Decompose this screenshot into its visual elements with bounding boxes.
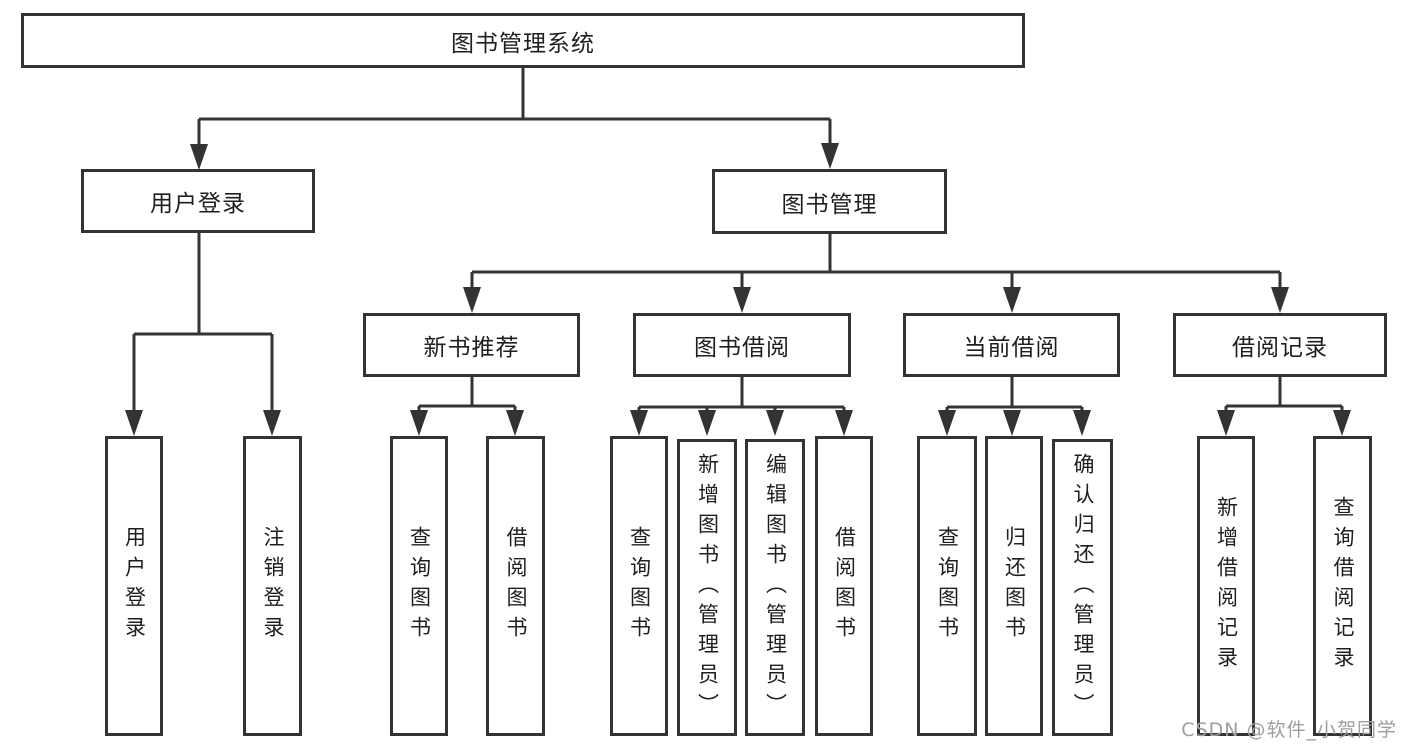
node-recommend-borrow-books: 借阅图书 (486, 436, 545, 736)
node-new-book-recommend: 新书推荐 (363, 313, 580, 377)
node-library-management-system: 图书管理系统 (21, 13, 1025, 68)
node-book-borrow: 图书借阅 (633, 313, 851, 377)
node-return-books: 归还图书 (985, 436, 1043, 736)
node-user-login: 用户登录 (81, 169, 315, 233)
node-recommend-query-books: 查询图书 (390, 436, 448, 736)
node-current-query-books: 查询图书 (917, 436, 977, 736)
node-current-borrow: 当前借阅 (903, 313, 1120, 377)
node-borrow-records: 借阅记录 (1173, 313, 1387, 377)
csdn-watermark: CSDN @软件_小贺同学 (1181, 719, 1397, 741)
node-add-borrow-record: 新增借阅记录 (1197, 436, 1255, 736)
node-user-login-leaf: 用户登录 (105, 436, 163, 736)
node-book-management: 图书管理 (712, 169, 947, 234)
node-query-borrow-record: 查询借阅记录 (1313, 436, 1372, 736)
node-add-books-admin: 新增图书（管理员） (677, 439, 737, 736)
node-confirm-return-admin: 确认归还（管理员） (1052, 439, 1113, 736)
node-borrow-query-books: 查询图书 (610, 436, 668, 736)
node-borrow-books: 借阅图书 (815, 436, 873, 736)
node-edit-books-admin: 编辑图书（管理员） (745, 439, 805, 736)
arrowheads (125, 143, 1351, 436)
node-logout: 注销登录 (243, 436, 302, 736)
